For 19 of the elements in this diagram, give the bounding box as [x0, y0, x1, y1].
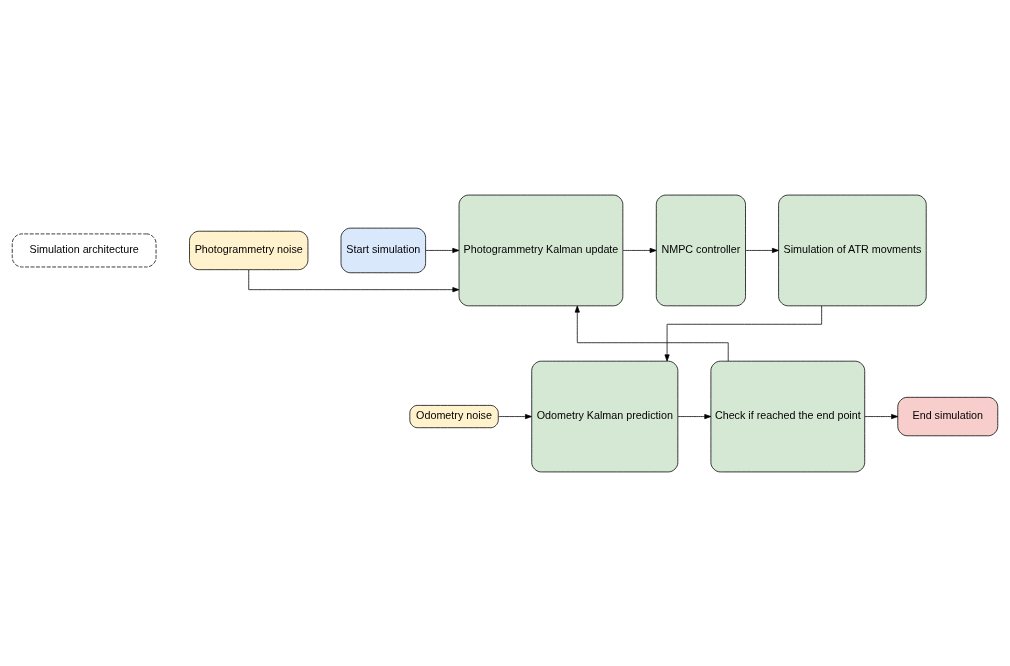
- node-box: End simulation: [897, 396, 999, 436]
- arrow: [574, 305, 729, 361]
- arrow: [248, 268, 460, 292]
- arrow: [425, 247, 460, 253]
- arrow: [498, 413, 532, 419]
- node-box: Photogrammetry Kalman update: [458, 194, 624, 306]
- arrow: [677, 413, 712, 419]
- node-box: Odometry Kalman prediction: [531, 360, 679, 472]
- node-box: Start simulation: [340, 227, 426, 273]
- node-box: Check if reached the end point: [710, 360, 866, 472]
- arrow: [664, 305, 823, 361]
- node-box: Photogrammetry noise: [189, 230, 309, 270]
- node-box: NMPC controller: [655, 194, 746, 306]
- arrow: [622, 247, 657, 253]
- arrow: [745, 247, 779, 253]
- arrow: [864, 413, 899, 419]
- node-box: Simulation of ATR movments: [778, 194, 927, 306]
- node-box: Simulation architecture: [11, 233, 157, 267]
- node-box: Odometry noise: [409, 404, 499, 428]
